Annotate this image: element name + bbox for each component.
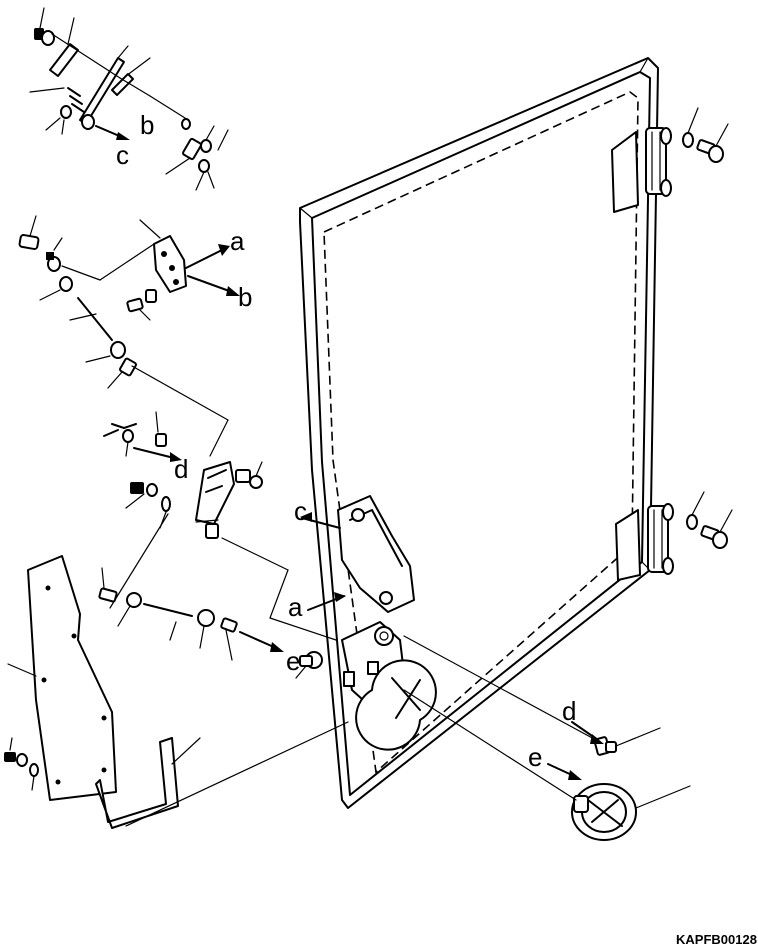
callout-e-handle: e bbox=[528, 742, 542, 772]
hinge-bolts-upper bbox=[682, 107, 729, 163]
lever-linkage bbox=[103, 411, 337, 641]
u-bracket bbox=[95, 721, 349, 829]
callout-c-top: c bbox=[116, 140, 129, 170]
callout-c-door: c bbox=[294, 496, 307, 526]
callout-d-clip: d bbox=[562, 696, 576, 726]
top-left-parts bbox=[29, 7, 229, 191]
latch-rod-parts bbox=[18, 215, 240, 457]
plate-bolts bbox=[4, 737, 39, 791]
outside-handle bbox=[571, 783, 691, 841]
mounting-plate bbox=[7, 555, 117, 801]
hinge-bolts-lower bbox=[686, 491, 733, 549]
lower-hinge bbox=[615, 503, 674, 581]
callout-b-right: b bbox=[238, 282, 252, 312]
callout-arrows bbox=[300, 512, 604, 801]
callout-b-top: b bbox=[140, 110, 154, 140]
door-frame bbox=[299, 57, 659, 809]
drawing-code: KAPFB00128 bbox=[676, 932, 757, 945]
callout-d-lever: d bbox=[174, 454, 188, 484]
callout-e-rod: e bbox=[286, 646, 300, 676]
callout-a-door: a bbox=[288, 592, 303, 622]
upper-hinge bbox=[611, 127, 672, 213]
rod-and-bolts bbox=[98, 567, 323, 679]
door-lock-assembly bbox=[337, 495, 437, 751]
callout-a-top: a bbox=[230, 226, 245, 256]
striker-clip bbox=[593, 727, 661, 756]
